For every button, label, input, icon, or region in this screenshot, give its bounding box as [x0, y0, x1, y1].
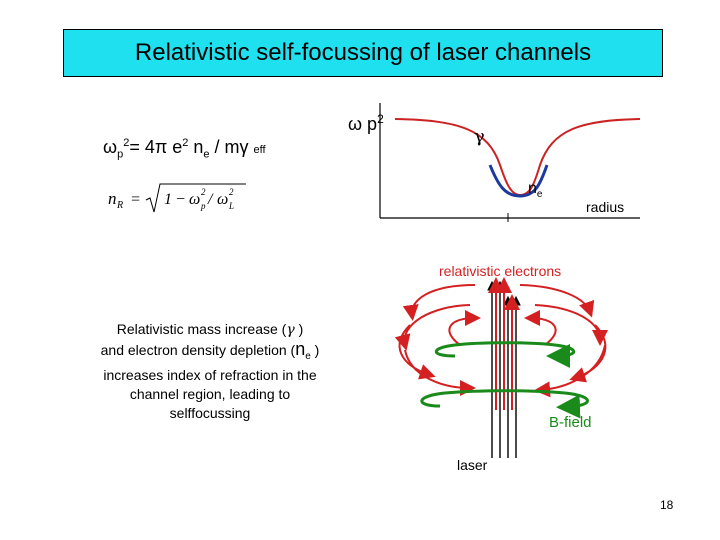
bfield-label: B-field	[549, 414, 592, 431]
relativistic-electrons-label: relativistic electrons	[439, 263, 561, 279]
page-number: 18	[660, 498, 673, 512]
laser-label: laser	[457, 457, 487, 473]
electron-loops	[400, 285, 606, 390]
